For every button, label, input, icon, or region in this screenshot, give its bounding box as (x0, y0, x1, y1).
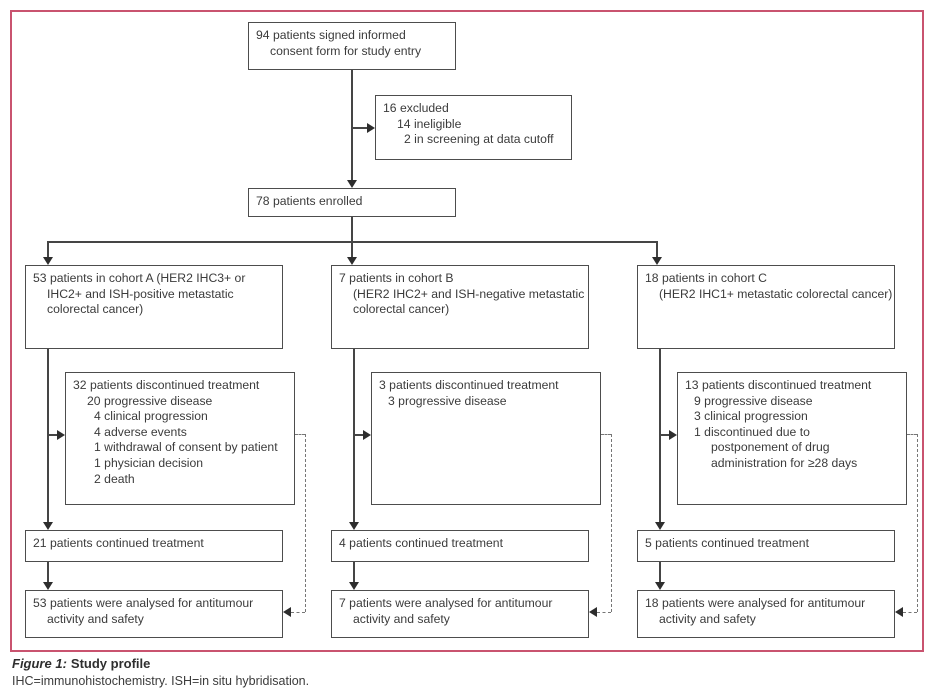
text-line: 53 patients were analysed for antitumour (33, 596, 254, 610)
excluded-box: 16 excluded 14 ineligible 2 in screening… (375, 95, 572, 160)
cohort-b-box: 7 patients in cohort B (HER2 IHC2+ and I… (331, 265, 589, 349)
text-line: activity and safety (353, 611, 450, 626)
connector-dashed (305, 434, 306, 612)
connector-line (47, 562, 49, 582)
text-line: postponement of drug (711, 440, 830, 455)
text-line: 4 adverse events (94, 424, 187, 439)
arrowhead-down (349, 522, 359, 530)
arrowhead-right (363, 430, 371, 440)
text-line: 4 clinical progression (94, 409, 208, 424)
text-line: consent form for study entry (270, 43, 422, 58)
connector-line (351, 127, 367, 129)
text-line: (HER2 IHC2+ and ISH-negative metastatic (353, 286, 585, 301)
text-line: 5 patients continued treatment (645, 536, 809, 550)
connector-dashed (907, 434, 917, 435)
arrowhead-left (283, 607, 291, 617)
continued-a-box: 21 patients continued treatment (25, 530, 283, 562)
cohort-c-box: 18 patients in cohort C (HER2 IHC1+ meta… (637, 265, 895, 349)
connector-line (659, 349, 661, 522)
text-line: 3 patients discontinued treatment (379, 378, 559, 392)
connector-line (659, 434, 669, 436)
arrowhead-down (43, 582, 53, 590)
connector-line (47, 241, 658, 243)
analysed-b-box: 7 patients were analysed for antitumour … (331, 590, 589, 638)
figure-caption-label: Figure 1: (12, 656, 67, 671)
text-line: 13 patients discontinued treatment (685, 378, 872, 392)
connector-line (47, 434, 57, 436)
connector-line (353, 434, 363, 436)
consent-box: 94 patients signed informed consent form… (248, 22, 456, 70)
connector-line (351, 70, 353, 180)
connector-dashed (611, 434, 612, 612)
arrowhead-down (652, 257, 662, 265)
text-line: 78 patients enrolled (256, 194, 363, 208)
arrowhead-down (655, 522, 665, 530)
connector-line (47, 349, 49, 522)
text-line: colorectal cancer) (47, 302, 144, 317)
continued-c-box: 5 patients continued treatment (637, 530, 895, 562)
text-line: IHC2+ and ISH-positive metastatic (47, 286, 234, 301)
connector-dashed (903, 612, 917, 613)
arrowhead-down (43, 522, 53, 530)
text-line: 16 excluded (383, 101, 449, 115)
text-line: 3 progressive disease (388, 393, 507, 408)
arrowhead-down (655, 582, 665, 590)
text-line: 3 clinical progression (694, 409, 808, 424)
figure-caption-title: Study profile (70, 656, 151, 671)
arrowhead-down (349, 582, 359, 590)
connector-dashed (295, 434, 305, 435)
enrolled-box: 78 patients enrolled (248, 188, 456, 217)
text-line: 14 ineligible (397, 116, 462, 131)
text-line: 4 patients continued treatment (339, 536, 503, 550)
text-line: colorectal cancer) (353, 302, 450, 317)
discontinued-b-box: 3 patients discontinued treatment 3 prog… (371, 372, 601, 505)
text-line: 1 physician decision (94, 455, 204, 470)
arrowhead-down (43, 257, 53, 265)
arrowhead-down (347, 180, 357, 188)
text-line: 9 progressive disease (694, 393, 813, 408)
connector-line (659, 562, 661, 582)
text-line: 18 patients were analysed for antitumour (645, 596, 866, 610)
figure-caption-note: IHC=immunohistochemistry. ISH=in situ hy… (12, 674, 310, 688)
arrowhead-down (347, 257, 357, 265)
arrowhead-right (669, 430, 677, 440)
text-line: 21 patients continued treatment (33, 536, 204, 550)
text-line: 53 patients in cohort A (HER2 IHC3+ or (33, 271, 246, 285)
analysed-a-box: 53 patients were analysed for antitumour… (25, 590, 283, 638)
arrowhead-right (367, 123, 375, 133)
connector-dashed (601, 434, 611, 435)
discontinued-c-box: 13 patients discontinued treatment 9 pro… (677, 372, 907, 505)
text-line: 7 patients in cohort B (339, 271, 454, 285)
connector-line (353, 349, 355, 522)
text-line: 20 progressive disease (87, 393, 213, 408)
text-line: 18 patients in cohort C (645, 271, 767, 285)
arrowhead-right (57, 430, 65, 440)
text-line: 2 death (94, 471, 135, 486)
connector-dashed (597, 612, 611, 613)
text-line: activity and safety (659, 611, 756, 626)
connector-line (351, 217, 353, 242)
text-line: activity and safety (47, 611, 144, 626)
text-line: administration for ≥28 days (711, 455, 858, 470)
text-line: 94 patients signed informed (256, 28, 406, 42)
text-line: 32 patients discontinued treatment (73, 378, 260, 392)
text-line: (HER2 IHC1+ metastatic colorectal cancer… (659, 286, 893, 301)
connector-dashed (917, 434, 918, 612)
arrowhead-left (589, 607, 597, 617)
connector-line (353, 562, 355, 582)
connector-line (47, 241, 49, 257)
text-line: 1 withdrawal of consent by patient (94, 440, 278, 455)
arrowhead-left (895, 607, 903, 617)
analysed-c-box: 18 patients were analysed for antitumour… (637, 590, 895, 638)
text-line: 1 discontinued due to (694, 424, 810, 439)
continued-b-box: 4 patients continued treatment (331, 530, 589, 562)
connector-dashed (291, 612, 305, 613)
discontinued-a-box: 32 patients discontinued treatment 20 pr… (65, 372, 295, 505)
figure-caption: Figure 1:Study profile (12, 656, 150, 671)
text-line: 2 in screening at data cutoff (404, 132, 554, 147)
connector-line (351, 241, 353, 257)
cohort-a-box: 53 patients in cohort A (HER2 IHC3+ or I… (25, 265, 283, 349)
connector-line (656, 241, 658, 257)
text-line: 7 patients were analysed for antitumour (339, 596, 553, 610)
